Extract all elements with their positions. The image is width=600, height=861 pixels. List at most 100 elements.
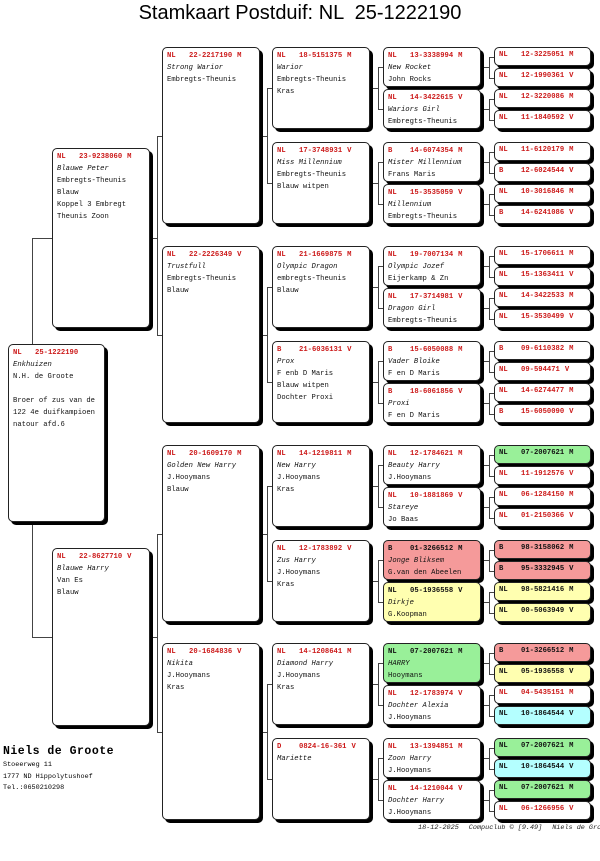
country-code: B: [388, 147, 393, 155]
pigeon-name: Jonge Bliksem: [388, 557, 445, 565]
pigeon-info-line: Embregts-Theunis: [167, 76, 237, 84]
connector-line: [489, 674, 494, 675]
owner-phone: Tel.:0650210298: [3, 784, 65, 792]
country-code: NL: [499, 313, 508, 321]
connector-line: [157, 335, 162, 336]
sex-marker: M: [569, 586, 574, 594]
connector-line: [489, 695, 494, 696]
pigeon-info-line: Kras: [277, 486, 295, 494]
country-code: NL: [499, 512, 508, 520]
pigeon-info-line: G.van den Abeelen: [388, 569, 462, 577]
ring: 19-7007134: [410, 251, 454, 259]
footer-software: Compuclub © [9.49]: [468, 824, 543, 832]
pigeon-info-line: Hooymans: [388, 672, 423, 680]
sex-marker: M: [569, 146, 574, 154]
pigeon-info-line: Embregts-Theunis: [57, 177, 127, 185]
connector-line: [370, 88, 378, 89]
ring: 20-1609170: [189, 450, 233, 458]
sex-marker: M: [458, 52, 463, 60]
pigeon-info-line: F en D Maris: [388, 412, 440, 420]
ring: 10-1881869: [410, 492, 454, 500]
connector-line: [481, 109, 489, 110]
country-code: D: [277, 743, 282, 751]
ring: 13-1394851: [410, 743, 454, 751]
connector-line: [481, 758, 489, 759]
country-code: B: [388, 346, 393, 354]
pigeon-info-line: Embregts-Theunis: [277, 171, 347, 179]
country-code: NL: [57, 153, 66, 161]
pigeon-name: Miss Millennium: [277, 159, 342, 167]
sex-marker: M: [237, 52, 242, 60]
ring: 10-3016846: [521, 188, 565, 196]
